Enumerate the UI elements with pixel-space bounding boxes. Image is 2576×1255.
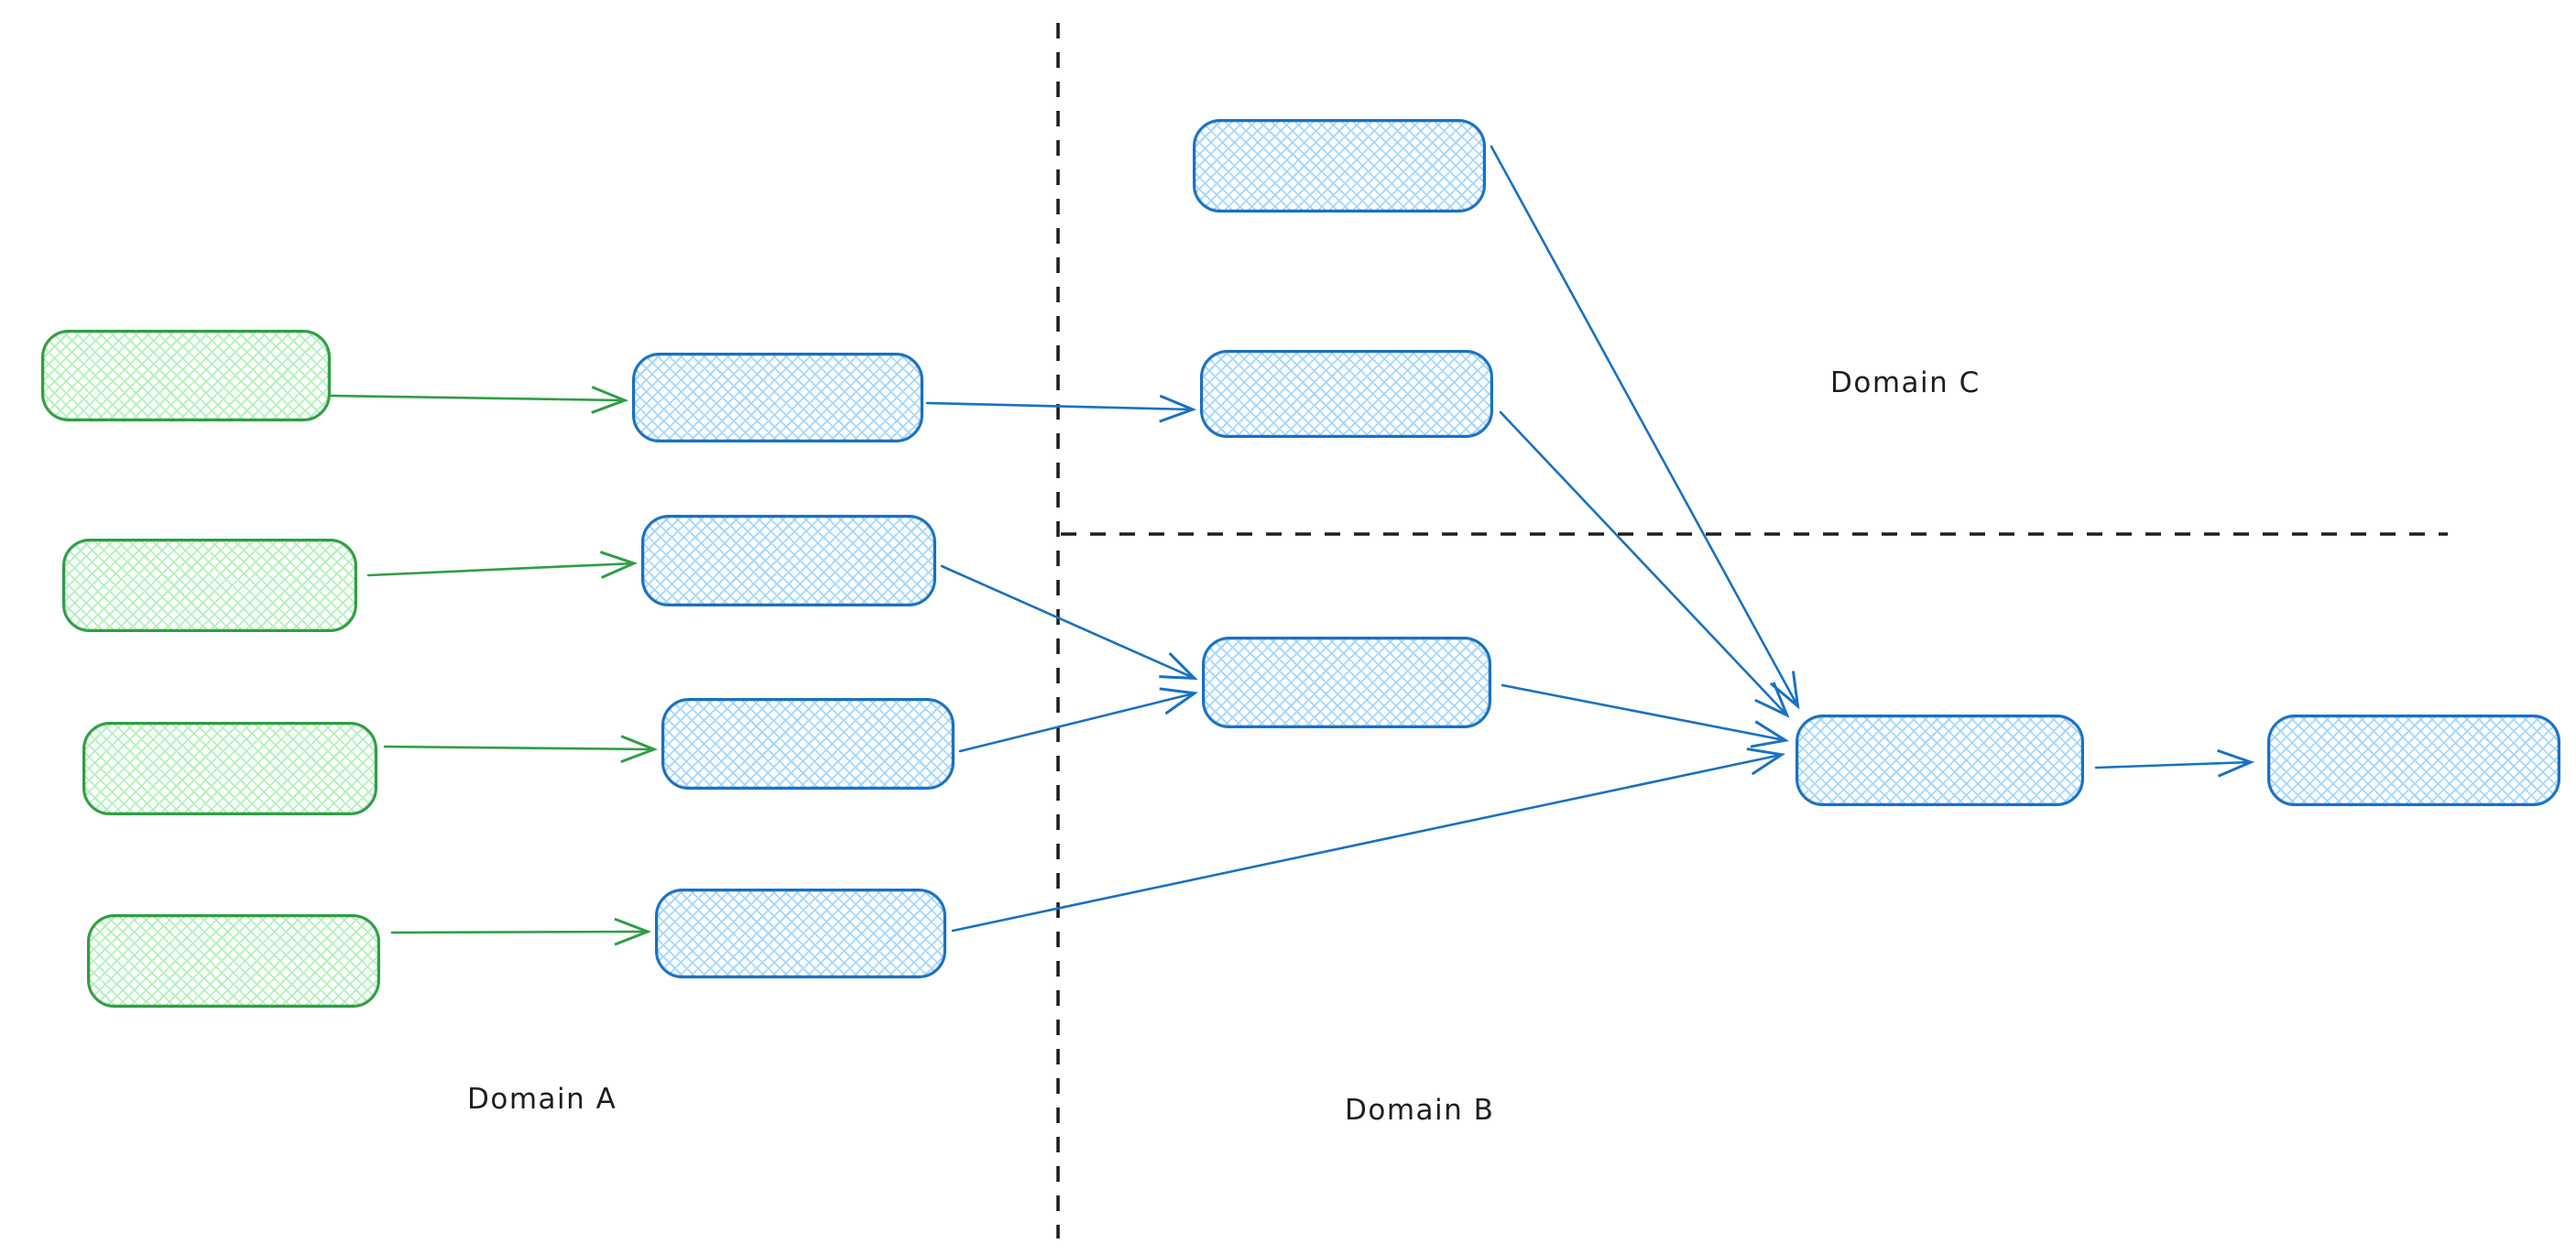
edge-mid-1-to-b-mid xyxy=(925,394,1197,423)
node-green-4 xyxy=(87,914,380,1008)
node-b-mid xyxy=(1200,350,1493,438)
edge-b-top-to-hub xyxy=(1490,145,1800,710)
node-out xyxy=(2267,715,2560,806)
node-mid-2 xyxy=(641,515,936,606)
edge-b-low-to-hub xyxy=(1501,683,1790,748)
node-mid-4 xyxy=(655,889,946,978)
node-mid-1 xyxy=(632,353,923,442)
edge-mid-4-to-hub xyxy=(951,748,1786,933)
edge-mid-3-to-b-low xyxy=(958,687,1198,753)
domain-c-label: Domain C xyxy=(1830,366,1981,399)
node-green-1 xyxy=(41,330,331,421)
edge-green-4-to-mid-4 xyxy=(390,917,652,946)
node-b-low xyxy=(1202,637,1491,728)
node-hub xyxy=(1796,715,2084,806)
node-mid-3 xyxy=(661,698,955,790)
edge-green-3-to-mid-3 xyxy=(383,735,659,764)
node-green-3 xyxy=(82,722,377,815)
node-green-2 xyxy=(62,539,357,632)
domain-a-label: Domain A xyxy=(467,1083,617,1116)
edge-green-1-to-mid-1 xyxy=(329,386,629,414)
edge-hub-to-out xyxy=(2094,748,2255,778)
edge-mid-2-to-b-low xyxy=(940,564,1198,681)
domain-b-label: Domain B xyxy=(1345,1094,1495,1127)
edge-green-2-to-mid-2 xyxy=(366,551,639,579)
node-b-top xyxy=(1193,119,1486,213)
edge-b-mid-to-hub xyxy=(1499,410,1790,718)
